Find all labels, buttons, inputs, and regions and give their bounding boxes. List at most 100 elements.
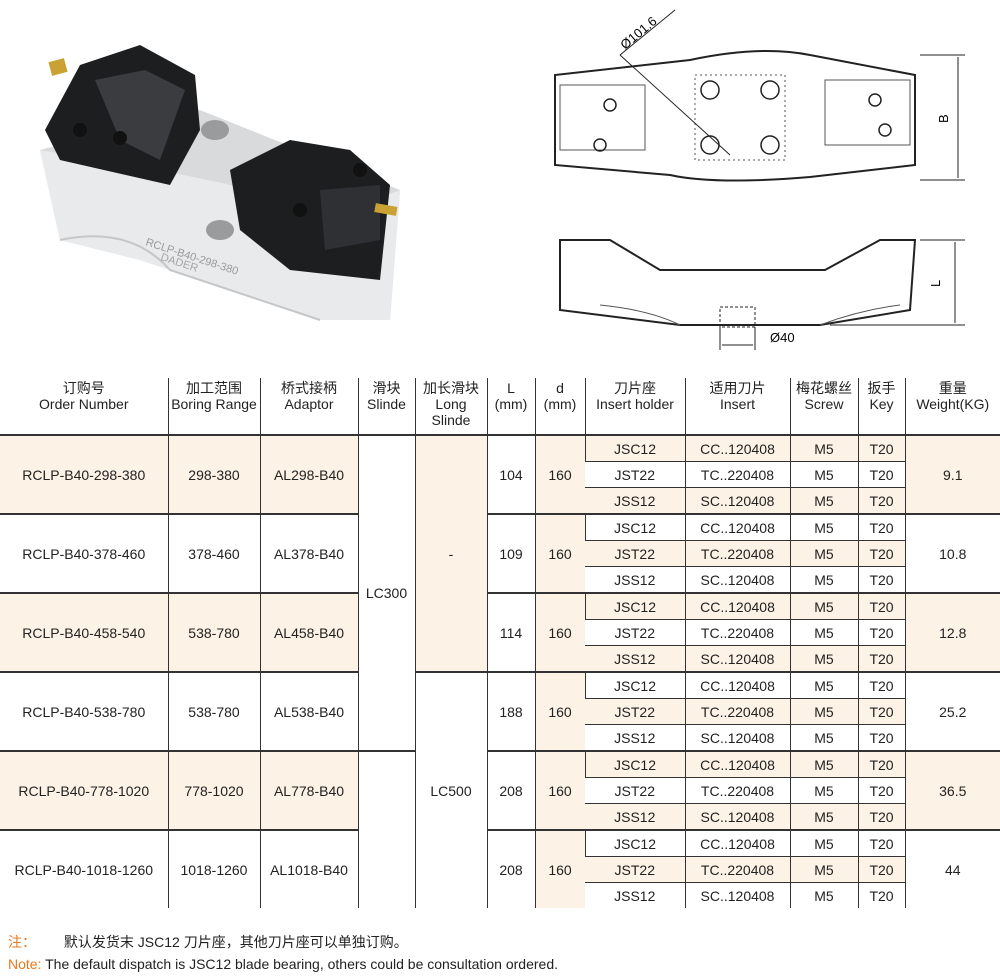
- diameter-cell: 160: [534, 750, 585, 830]
- insert-cell: TC..220408: [684, 540, 790, 567]
- screw-cell: M5: [789, 803, 858, 830]
- note-label-cn: 注：: [8, 934, 36, 950]
- key-cell: T20: [857, 777, 905, 804]
- screw-cell: M5: [789, 645, 858, 672]
- header-en: Insert holder: [596, 396, 674, 412]
- insert-holder-cell: JSC12: [584, 434, 685, 462]
- order-number-cell: RCLP-B40-458-540: [0, 592, 168, 672]
- header-cn: 加工范围: [186, 380, 242, 396]
- header-cn: 重量: [938, 380, 967, 396]
- header-cn: 桥式接柄: [281, 380, 337, 396]
- header-en: (mm): [543, 396, 577, 412]
- key-cell: T20: [857, 434, 905, 462]
- screw-cell: M5: [789, 777, 858, 804]
- adaptor-cell: AL778-B40: [259, 750, 358, 830]
- insert-holder-cell: JSS12: [585, 803, 685, 830]
- key-cell: T20: [857, 829, 905, 857]
- adaptor-cell: AL538-B40: [259, 671, 358, 751]
- boring-range-cell: 778-1020: [167, 750, 260, 830]
- header-cn: 滑块: [372, 380, 401, 396]
- insert-holder-cell: JST22: [585, 619, 685, 646]
- adaptor-cell: AL1018-B40: [259, 829, 358, 908]
- insert-cell: SC..120408: [684, 566, 790, 593]
- screw-cell: M5: [789, 540, 858, 567]
- header-cn: 适用刀片: [709, 380, 766, 396]
- screw-cell: M5: [789, 856, 858, 883]
- insert-holder-cell: JSS12: [585, 487, 685, 514]
- insert-holder-cell: JSC12: [584, 671, 685, 699]
- header-en: Boring Range: [171, 396, 257, 412]
- insert-cell: CC..120408: [684, 750, 790, 778]
- top-view-drawing: Ø101.6 B: [554, 9, 965, 182]
- dimension-b: B: [936, 114, 951, 123]
- key-cell: T20: [857, 566, 905, 593]
- screw-cell: M5: [789, 882, 858, 908]
- insert-holder-cell: JSC12: [584, 829, 685, 857]
- key-cell: T20: [857, 803, 905, 830]
- dimension-diameter-bottom: Ø40: [770, 330, 795, 345]
- key-cell: T20: [857, 698, 905, 725]
- insert-cell: TC..220408: [684, 856, 790, 883]
- length-cell: 114: [486, 592, 535, 672]
- insert-holder-cell: JSS12: [585, 724, 685, 751]
- boring-range-cell: 378-460: [167, 513, 260, 593]
- note-text-en: The default dispatch is JSC12 blade bear…: [45, 956, 558, 972]
- insert-cell: SC..120408: [684, 882, 790, 908]
- diameter-cell: 160: [534, 671, 585, 751]
- order-number-cell: RCLP-B40-378-460: [0, 513, 168, 593]
- screw-cell: M5: [789, 724, 858, 751]
- screw-cell: M5: [789, 829, 858, 857]
- adaptor-cell: AL458-B40: [259, 592, 358, 672]
- dimension-l: L: [928, 280, 943, 287]
- insert-holder-cell: JSS12: [585, 645, 685, 672]
- header-cn: 扳手: [867, 380, 896, 396]
- insert-cell: CC..120408: [684, 592, 790, 620]
- key-cell: T20: [857, 540, 905, 567]
- insert-holder-cell: JSS12: [585, 882, 685, 908]
- insert-cell: TC..220408: [684, 777, 790, 804]
- insert-holder-cell: JSC12: [584, 592, 685, 620]
- insert-holder-cell: JST22: [585, 856, 685, 883]
- header-en: Insert: [719, 396, 755, 412]
- key-cell: T20: [857, 513, 905, 541]
- insert-holder-cell: JSS12: [585, 566, 685, 593]
- boring-range-cell: 1018-1260: [167, 829, 260, 908]
- key-cell: T20: [857, 487, 905, 514]
- column-header: L(mm): [486, 378, 535, 435]
- insert-cell: CC..120408: [684, 671, 790, 699]
- slide-cell: LC300: [357, 434, 415, 751]
- header-cn: L: [507, 380, 515, 396]
- diameter-cell: 160: [534, 592, 585, 672]
- key-cell: T20: [857, 750, 905, 778]
- slide-cell-empty: [357, 750, 415, 908]
- insert-cell: TC..220408: [684, 698, 790, 725]
- weight-cell: 9.1: [904, 434, 1000, 514]
- note-chinese: 注： 默认发货末 JSC12 刀片座，其他刀片座可以单独订购。: [8, 932, 408, 952]
- diameter-cell: 160: [534, 513, 585, 593]
- key-cell: T20: [857, 724, 905, 751]
- length-cell: 109: [486, 513, 535, 593]
- diameter-cell: 160: [534, 829, 585, 908]
- order-number-cell: RCLP-B40-1018-1260: [0, 829, 168, 908]
- weight-cell: 25.2: [904, 671, 1000, 751]
- insert-holder-cell: JSC12: [584, 750, 685, 778]
- key-cell: T20: [857, 592, 905, 620]
- screw-cell: M5: [789, 592, 858, 620]
- key-cell: T20: [857, 671, 905, 699]
- insert-cell: CC..120408: [684, 434, 790, 462]
